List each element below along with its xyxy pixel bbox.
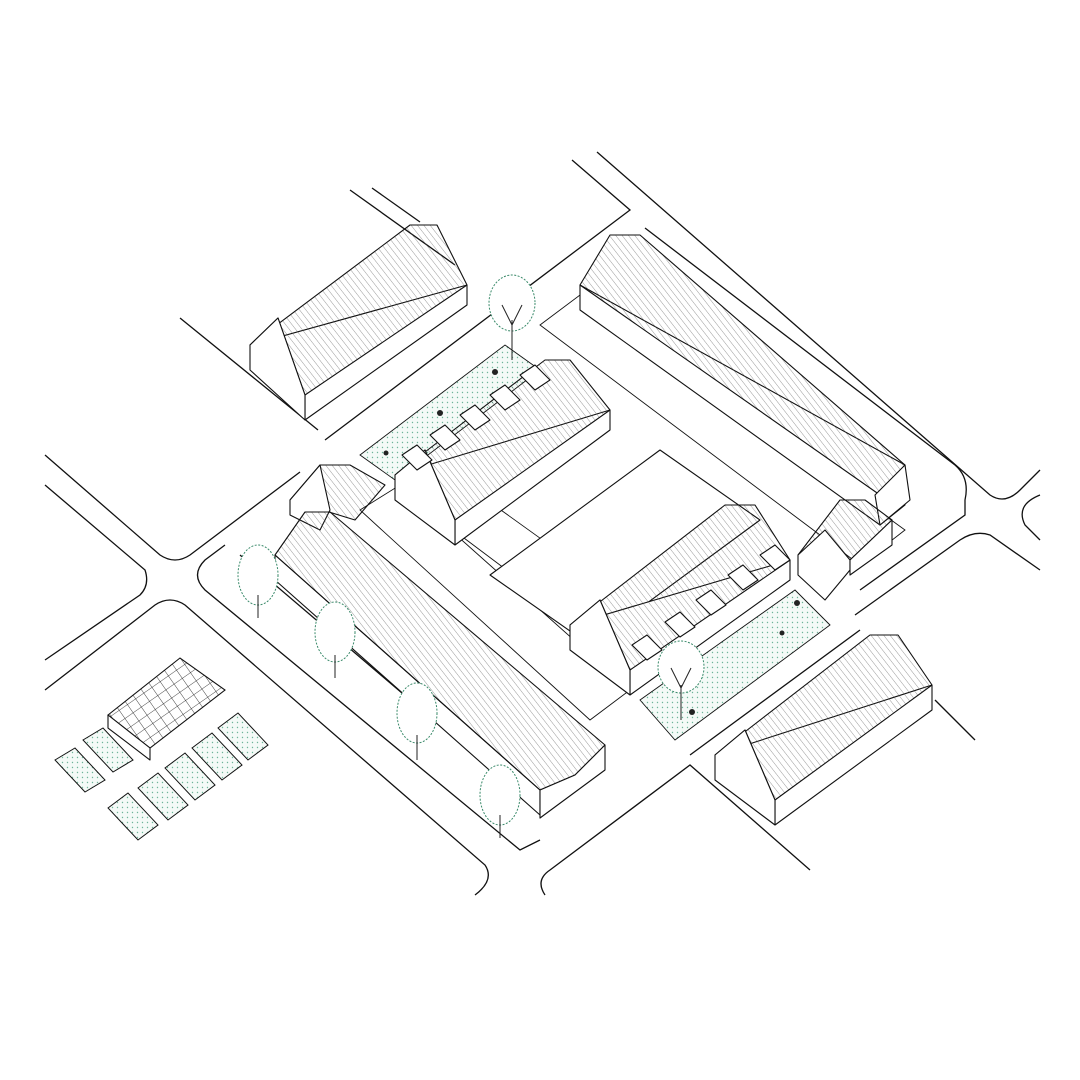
greenhouse [107,657,226,761]
dormers [631,544,791,661]
tree-icon [657,640,705,720]
person-icon [689,709,695,715]
building-east-small [797,499,893,601]
courtyards [359,294,906,721]
person-icon [779,630,785,636]
tree-icon [314,601,356,678]
person-icon [492,369,498,375]
building-northwest [249,224,468,421]
roads [44,151,1041,896]
building-far-southeast [714,634,933,826]
garden-beds [54,712,269,841]
trees [237,274,705,838]
plaza-south [639,589,831,741]
building-northeast [579,234,911,526]
people [383,369,800,715]
building-southeast [569,504,791,696]
person-icon [383,450,389,456]
tree-icon [237,544,279,618]
dormers [401,364,551,471]
person-icon [794,600,800,606]
building-central [394,359,611,546]
person-icon [437,410,443,416]
tree-icon [479,764,521,838]
tree-icon [396,682,438,760]
tree-icon [488,274,536,360]
